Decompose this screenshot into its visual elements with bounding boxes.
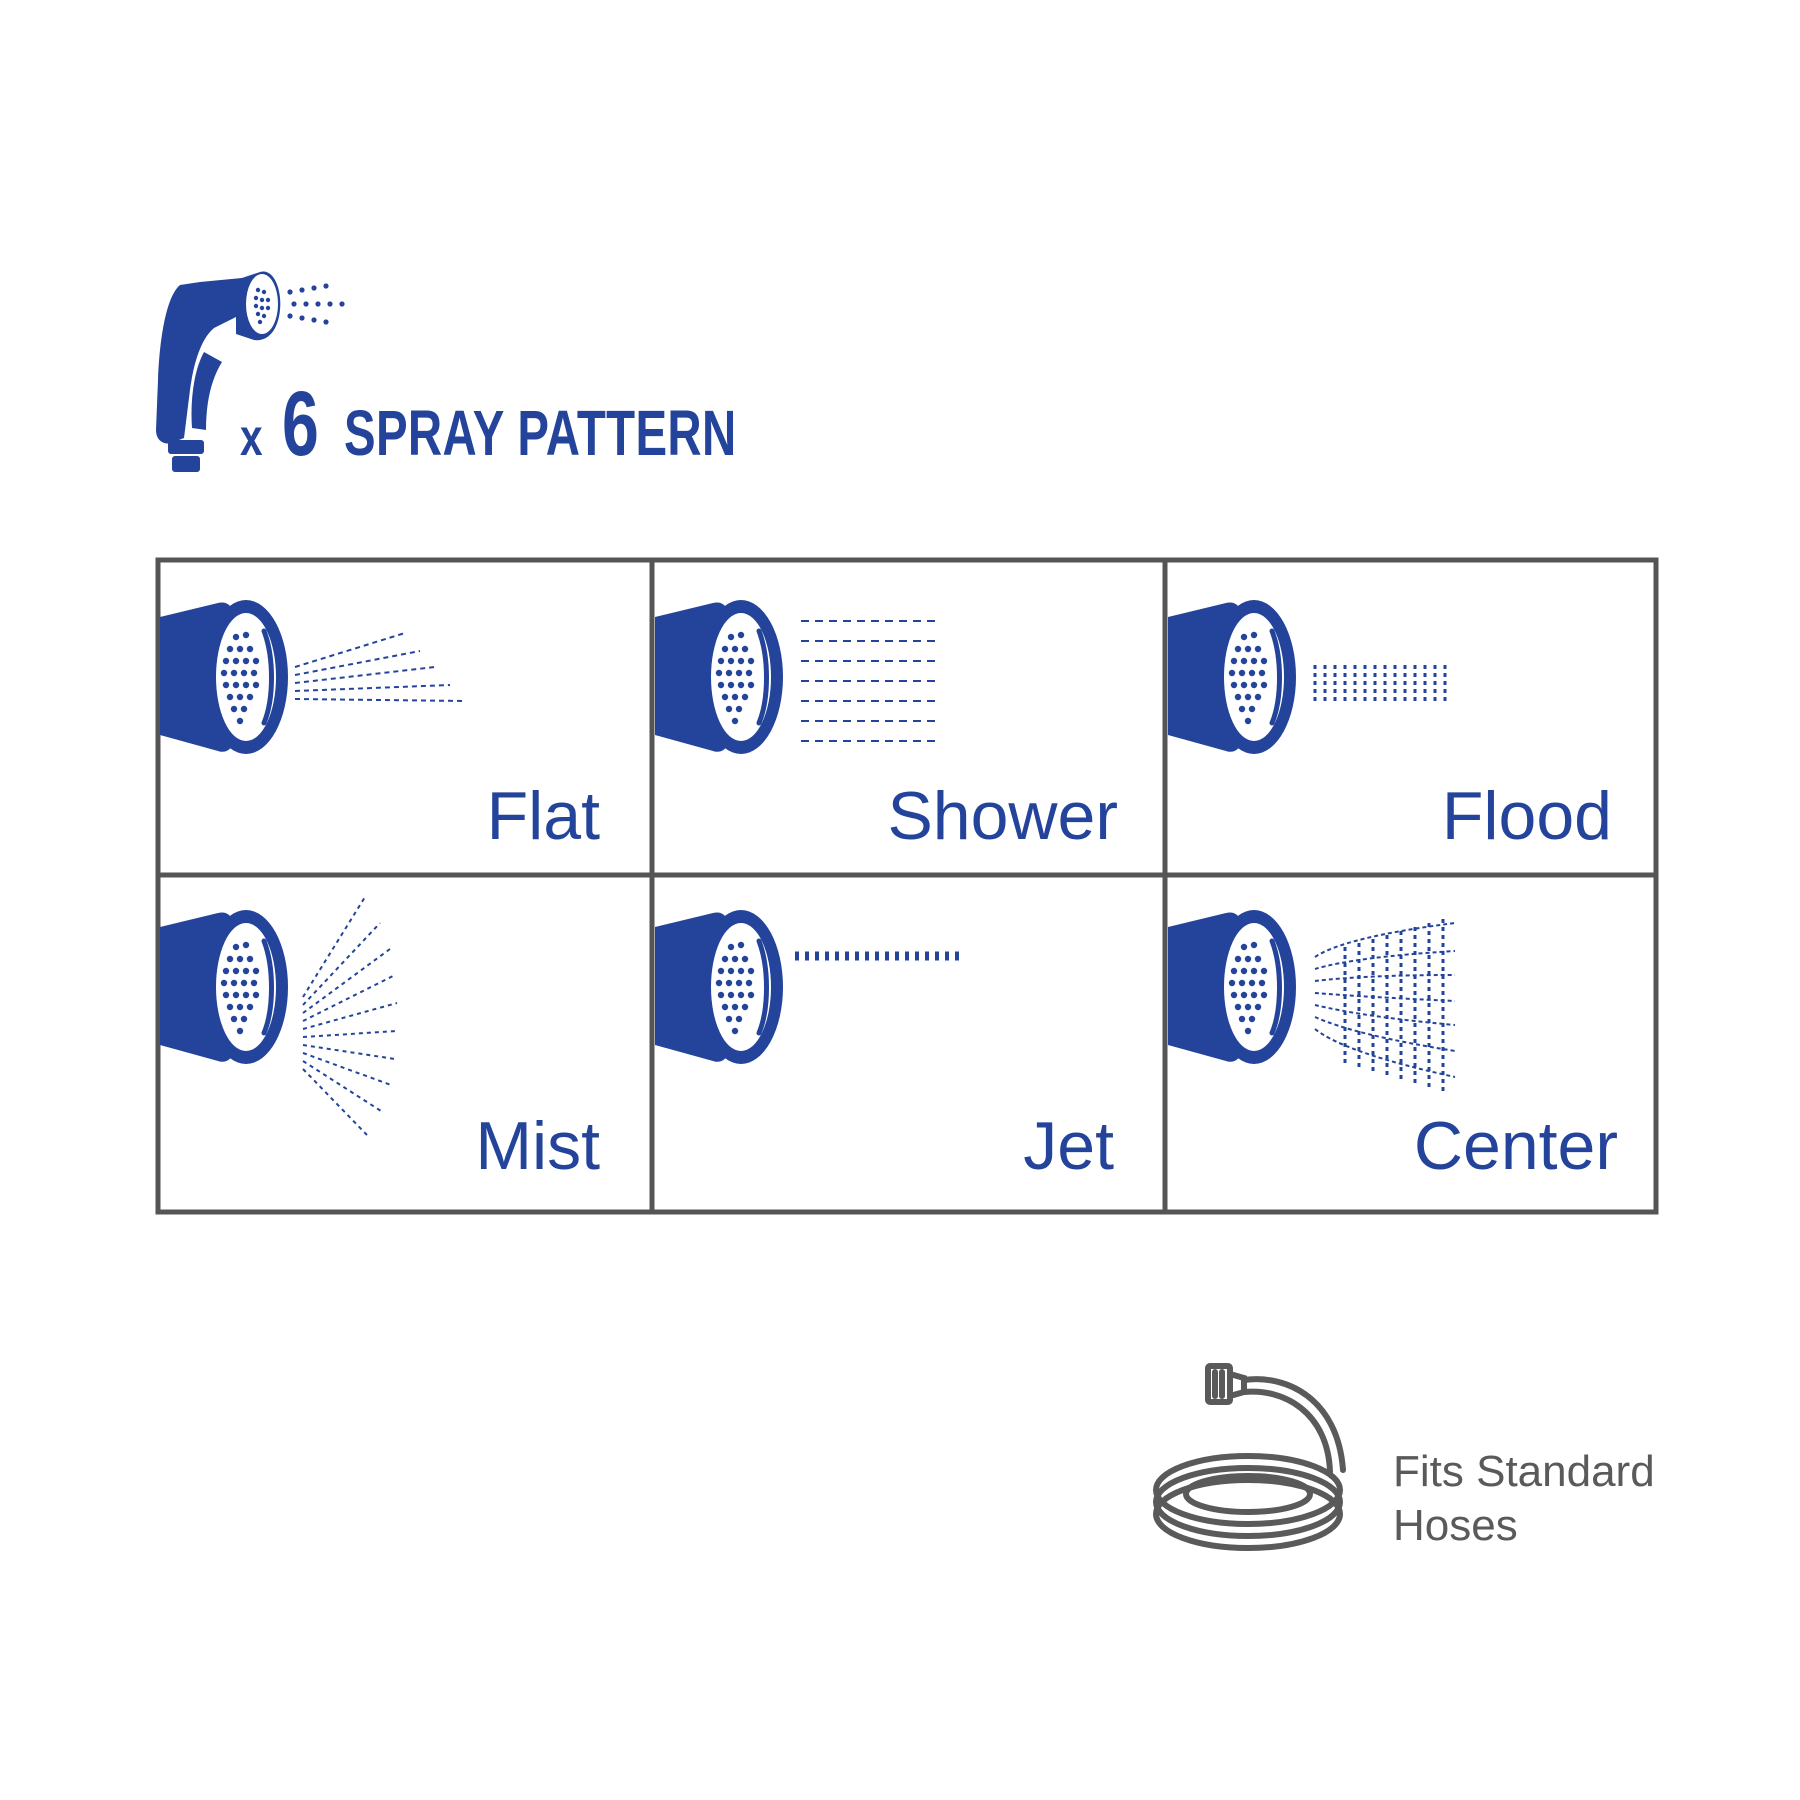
pattern-label-shower: Shower (887, 778, 1118, 854)
pattern-label-jet: Jet (1023, 1108, 1114, 1184)
title-prefix: x (240, 409, 263, 467)
feature-line-2: Hoses (1393, 1501, 1518, 1550)
feature-line-1: Fits Standard (1393, 1447, 1655, 1496)
pattern-label-mist: Mist (475, 1108, 600, 1184)
flat-spray-icon (160, 600, 466, 754)
page-title: x 6 SPRAY PATTERN (240, 378, 874, 478)
pattern-label-flood: Flood (1441, 778, 1612, 854)
jet-spray-icon (655, 910, 963, 1064)
spray-nozzle-icon (156, 271, 345, 472)
feature-text: Fits Standard Hoses (1393, 1445, 1655, 1553)
title-text: SPRAY PATTERN (344, 397, 737, 469)
flood-spray-icon (1168, 600, 1447, 754)
garden-hose-icon (1153, 1363, 1346, 1551)
title-count: 6 (282, 373, 319, 475)
spray-pattern-grid (155, 557, 1659, 1215)
mist-spray-icon (160, 896, 398, 1136)
shower-spray-icon (655, 600, 937, 754)
pattern-label-center: Center (1413, 1108, 1618, 1184)
pattern-label-flat: Flat (486, 778, 600, 854)
center-spray-icon (1168, 910, 1456, 1093)
